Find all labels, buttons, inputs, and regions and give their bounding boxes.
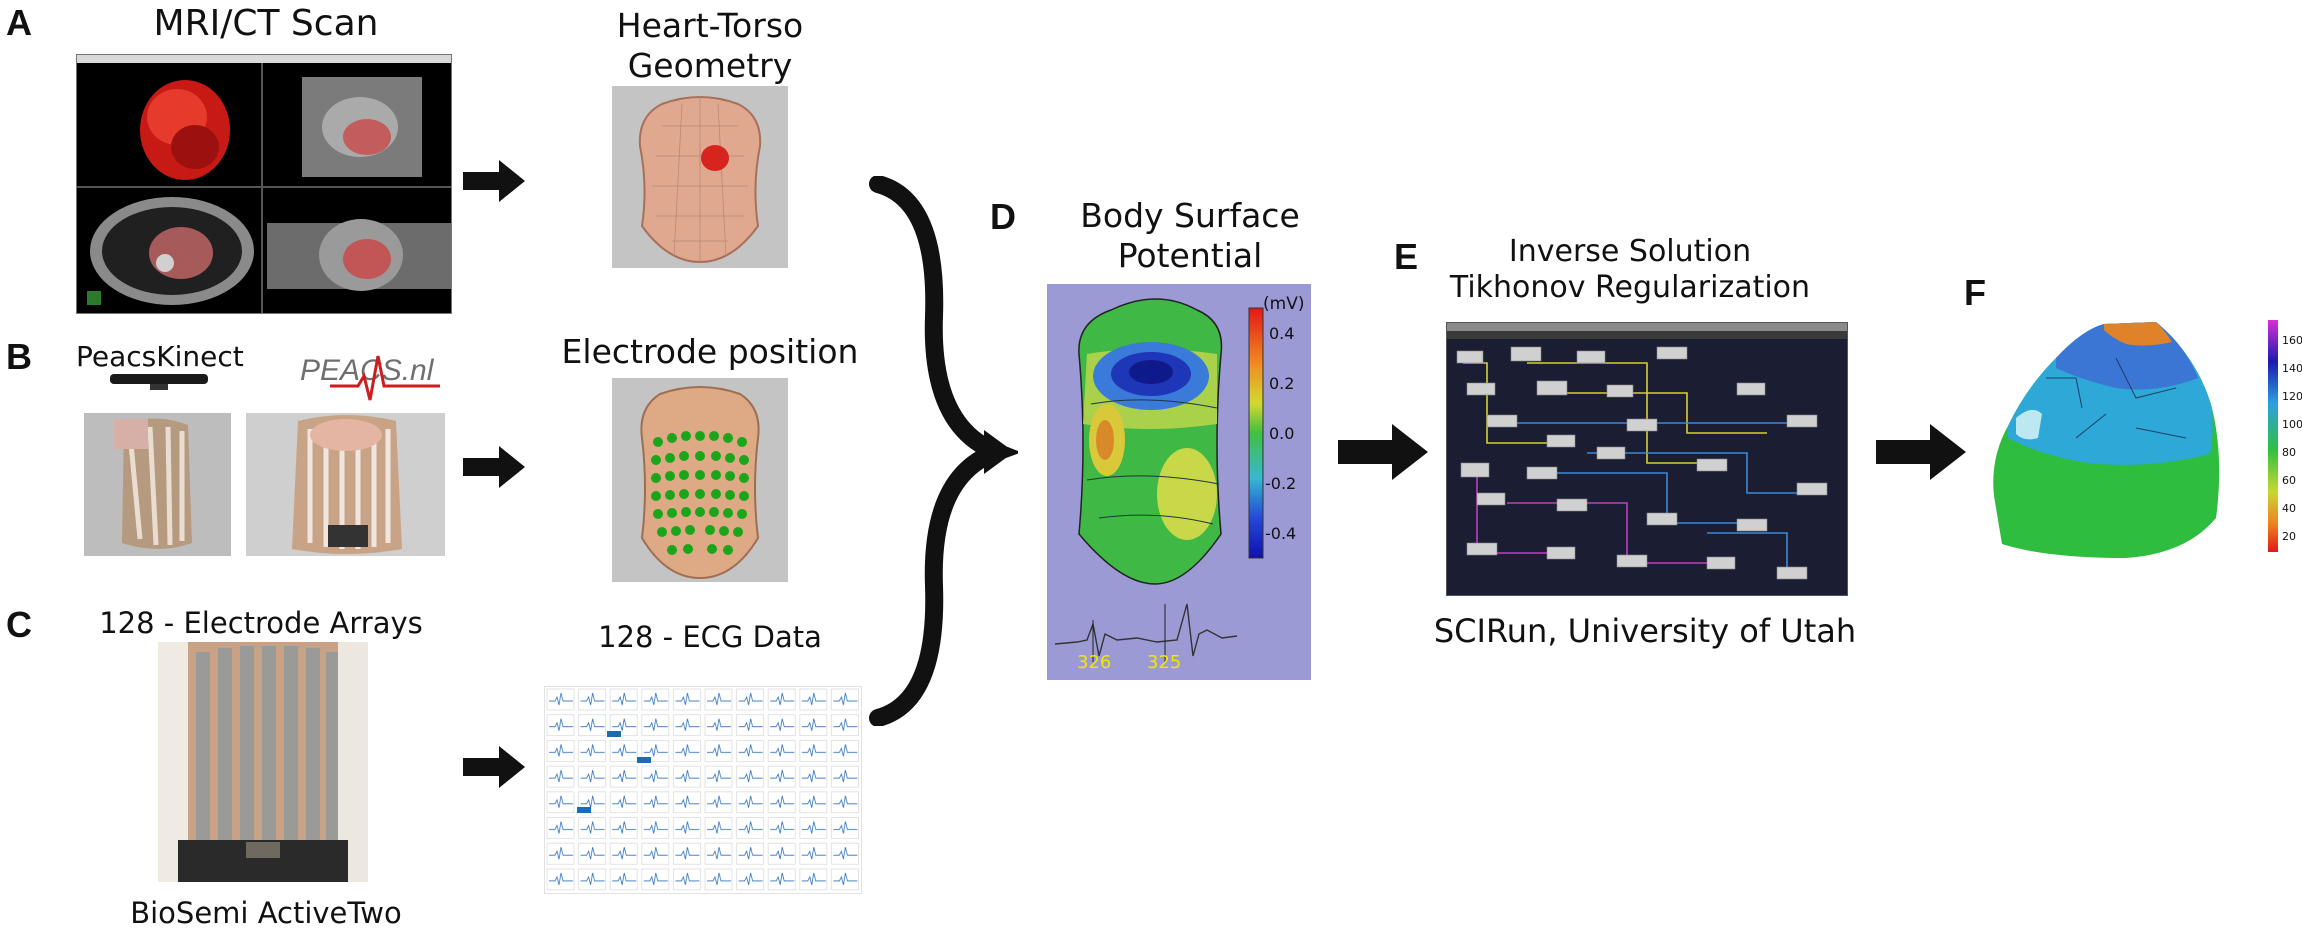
mri-ct-scan-image bbox=[76, 54, 452, 314]
bsp-title-1: Body Surface bbox=[1080, 196, 1300, 235]
peacs-logo-mark bbox=[330, 350, 440, 404]
panel-letter-a: A bbox=[6, 2, 32, 43]
bsp-tick-2: 0.2 bbox=[1269, 374, 1295, 393]
electrode-position-title: Electrode position bbox=[561, 332, 859, 371]
electrode-arrays-photo bbox=[158, 642, 368, 882]
panel-letter-f: F bbox=[1964, 272, 1986, 313]
arrow-e bbox=[1876, 424, 1966, 480]
heart-torso-title-1: Heart-Torso bbox=[616, 6, 804, 45]
mri-ct-title: MRI/CT Scan bbox=[153, 3, 379, 44]
bsp-tick-3: 0.0 bbox=[1269, 424, 1295, 443]
electrode-arrays-title: 128 - Electrode Arrays bbox=[99, 606, 423, 640]
bsp-title-2: Potential bbox=[1117, 236, 1263, 275]
ecg-data-grid bbox=[544, 686, 862, 894]
electrode-position-image bbox=[612, 378, 788, 582]
activation-tick-160: 160 bbox=[2282, 334, 2302, 347]
bsp-time-label-1: 326 bbox=[1077, 652, 1112, 673]
scirun-caption: SCIRun, University of Utah bbox=[1433, 612, 1857, 650]
activation-tick-140: 140 bbox=[2282, 362, 2302, 375]
panel-letter-e: E bbox=[1394, 236, 1419, 277]
activation-tick-40: 40 bbox=[2282, 502, 2296, 515]
inverse-solution-title: Inverse Solution bbox=[1508, 234, 1752, 269]
bsp-tick-5: -0.4 bbox=[1265, 524, 1297, 543]
panel-letter-c: C bbox=[6, 604, 32, 645]
scirun-network-screenshot bbox=[1446, 322, 1848, 596]
arrow-c bbox=[463, 746, 525, 788]
biosemi-caption: BioSemi ActiveTwo bbox=[130, 896, 402, 930]
kinect-sensor-icon bbox=[110, 374, 208, 392]
activation-tick-60: 60 bbox=[2282, 474, 2296, 487]
activation-tick-100: 100 bbox=[2282, 418, 2302, 431]
heart-activation-map bbox=[1986, 318, 2226, 568]
bsp-unit: (mV) bbox=[1263, 294, 1305, 314]
bsp-tick-1: 0.4 bbox=[1269, 324, 1295, 343]
kinect-scan-back bbox=[84, 413, 231, 556]
activation-tick-80: 80 bbox=[2282, 446, 2296, 459]
ecg-data-title: 128 - ECG Data bbox=[598, 620, 822, 654]
tikhonov-title: Tikhonov Regularization bbox=[1449, 270, 1811, 305]
heart-torso-geometry-image bbox=[612, 86, 788, 268]
arrow-d bbox=[1338, 424, 1428, 480]
panel-letter-d: D bbox=[990, 196, 1016, 237]
heart-torso-title-2: Geometry bbox=[627, 46, 793, 85]
activation-tick-20: 20 bbox=[2282, 530, 2296, 543]
body-surface-potential-map: (mV) 0.4 0.2 0.0 -0.2 -0.4 326 325 bbox=[1047, 284, 1311, 680]
activation-color-scale bbox=[2268, 320, 2278, 552]
activation-tick-120: 120 bbox=[2282, 390, 2302, 403]
merge-brace bbox=[868, 176, 1018, 726]
panel-letter-b: B bbox=[6, 336, 32, 377]
peacskinect-title: PeacsKinect bbox=[76, 340, 244, 373]
arrow-b bbox=[463, 446, 525, 488]
bsp-time-label-2: 325 bbox=[1147, 652, 1182, 673]
bsp-tick-4: -0.2 bbox=[1265, 474, 1297, 493]
arrow-a bbox=[463, 160, 525, 202]
kinect-scan-front bbox=[246, 413, 445, 556]
